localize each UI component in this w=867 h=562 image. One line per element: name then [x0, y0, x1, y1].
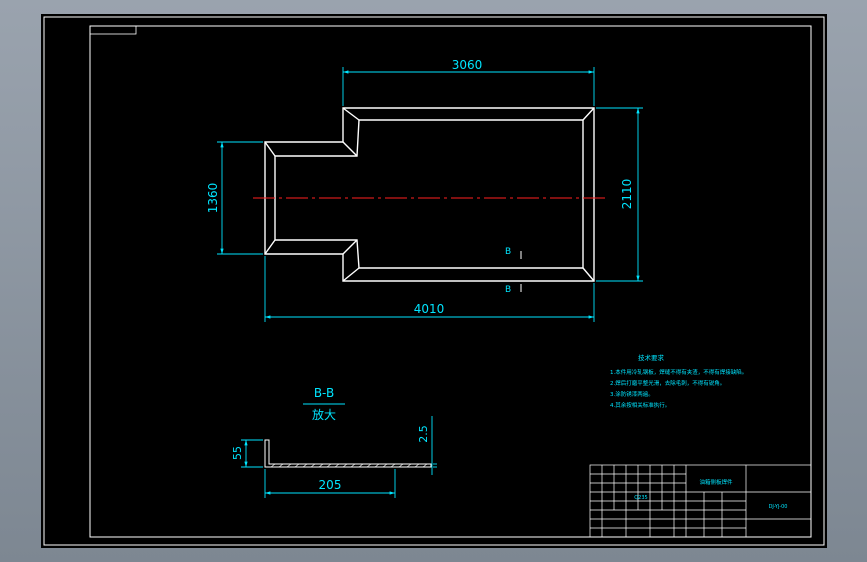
title-block-material: Q235 [634, 495, 647, 501]
section-title: B-B [314, 386, 334, 400]
section-marker-bottom: B [505, 285, 511, 295]
dim-right-height [596, 107, 643, 282]
notes-line-2: 2.焊后打磨平整光滑，去除毛刺，不得有锐角。 [610, 379, 725, 387]
bevel-lines [264, 107, 595, 282]
dim-section-thickness-label: 2.5 [417, 425, 430, 443]
corner-box [89, 25, 137, 35]
section-profile [264, 439, 432, 468]
notes-line-4: 4.其余按相关标准执行。 [610, 401, 670, 409]
title-block-part-name: 油箱侧板焊件 [699, 478, 733, 486]
section-scale: 放大 [312, 407, 336, 422]
notes-heading: 技术要求 [638, 353, 665, 362]
dim-top-width-label: 3060 [452, 58, 483, 72]
dim-section-thickness [431, 416, 437, 475]
notes-line-1: 1.本件用冷轧钢板，焊缝不得有夹渣，不得有焊接缺陷。 [610, 368, 747, 376]
notes-line-3: 3.涂防锈漆两遍。 [610, 390, 654, 398]
title-block-drawing-no: DJ-YJ-00 [769, 504, 788, 510]
section-marker-top: B [505, 247, 511, 257]
dim-right-height-label: 2110 [620, 179, 634, 210]
dim-bottom-width-label: 4010 [414, 302, 445, 316]
title-block [589, 464, 812, 538]
dim-bottom-width [264, 256, 595, 322]
dim-section-length [264, 469, 396, 498]
inner-frame [89, 25, 812, 538]
part-outer-outline [264, 107, 595, 282]
dim-left-height-label: 1360 [206, 183, 220, 214]
drawing-canvas: 3060 4010 2110 1360 B B B-B 放大 [41, 14, 827, 548]
dim-left-height [217, 141, 263, 255]
cad-drawing: 3060 4010 2110 1360 B B B-B 放大 [43, 16, 825, 546]
dim-section-length-label: 205 [319, 478, 342, 492]
dim-section-leg [241, 439, 263, 468]
outer-frame [43, 16, 825, 546]
dim-top-width [342, 67, 595, 106]
dim-section-leg-label: 55 [231, 446, 244, 460]
